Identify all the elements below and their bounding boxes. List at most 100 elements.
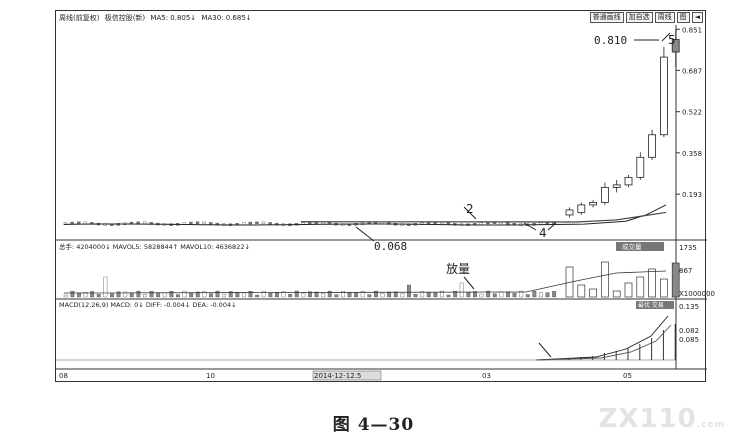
candle [577, 204, 586, 213]
volume-bar [446, 294, 451, 298]
x-tick-label: 03 [482, 372, 491, 380]
volume-bar [182, 290, 187, 298]
candle [648, 134, 656, 158]
volume-tick-label: 1735 [679, 244, 697, 252]
volume-bar [142, 294, 147, 298]
volume-bar [532, 291, 537, 298]
volume-bar [70, 290, 75, 298]
chart-frame: 周线(前复权) 极信控股(新) MA5: 0.805↓ MA30: 0.685↓… [55, 10, 715, 382]
candle [136, 221, 140, 224]
price-tick-label: 0.687 [682, 67, 702, 75]
price-high-label: 0.810 [594, 34, 627, 47]
macd-tick-label: 0.082 [679, 327, 699, 335]
volume-bar [228, 291, 233, 298]
macd-dif-line [535, 315, 669, 361]
price-tick-label: 0.358 [682, 150, 702, 158]
volume-bar [281, 291, 286, 298]
annotation-arrow [355, 226, 375, 242]
x-tick-label: 08 [59, 372, 68, 380]
chart-header: 周线(前复权) 极信控股(新) MA5: 0.805↓ MA30: 0.685↓… [56, 11, 705, 25]
volume-bar [453, 290, 458, 298]
candle [208, 222, 213, 225]
ma-line [63, 204, 667, 226]
price-tick-label: 0.193 [682, 191, 702, 199]
candle [612, 184, 621, 188]
candle [255, 221, 259, 224]
volume-bar [636, 276, 645, 298]
volume-bar [341, 291, 345, 298]
volume-ma-line [63, 270, 667, 294]
volume-bar [149, 291, 154, 298]
volume-bar [314, 291, 319, 298]
annotation-arrow [661, 32, 671, 42]
annotation-arrow [463, 206, 477, 220]
volume-bar [327, 290, 332, 298]
volume-bar [202, 291, 207, 298]
macd-tick-label: 0.135 [679, 303, 699, 311]
volume-bar [660, 278, 668, 298]
volume-bar [96, 293, 101, 298]
price-low-label: 0.068 [374, 240, 407, 253]
volume-bar [268, 292, 273, 298]
volume-tick-label: 867 [679, 267, 692, 275]
volume-bar [671, 262, 680, 298]
volume-bar [440, 290, 444, 298]
volume-bar [110, 293, 114, 298]
candle [189, 221, 193, 225]
volume-bar [466, 292, 471, 298]
figure-caption: 图 4—30 [332, 415, 415, 435]
ma-a-label: MA5: 0.805↓ [150, 14, 197, 22]
x-tick-label: 2014-12-12.5 [314, 372, 361, 380]
volume-bar [519, 290, 524, 298]
candle [142, 221, 147, 225]
candle [261, 221, 266, 225]
volume-bar [116, 291, 121, 298]
macd-tick-label: 0.085 [679, 336, 699, 344]
volume-tick-label: X1000000 [679, 290, 715, 298]
ma-line [300, 211, 667, 223]
volume-bar [274, 292, 279, 298]
x-tick-label: 05 [623, 372, 632, 380]
volume-bar [360, 291, 365, 298]
price-tick-label: 0.851 [682, 26, 702, 34]
volume-bar [248, 290, 253, 298]
x-tick-label: 10 [206, 372, 215, 380]
volume-bar [321, 293, 326, 298]
volume-bar [195, 291, 200, 298]
chart-button[interactable]: 图 [676, 12, 690, 23]
volume-bar [499, 291, 504, 298]
candle [506, 222, 510, 225]
volume-bar [387, 291, 392, 298]
candle [636, 156, 645, 178]
volume-bar [241, 292, 246, 298]
candle [479, 222, 483, 225]
draw-line-button[interactable]: 普通画线 [589, 12, 624, 23]
candle [589, 202, 597, 206]
volume-bar [601, 261, 609, 298]
volume-bar [367, 294, 372, 298]
volume-bar [492, 293, 497, 298]
volume-bar [334, 294, 339, 298]
add-watch-button[interactable]: 加自选 [625, 12, 653, 23]
candle [202, 221, 206, 225]
annotation-number: 4 [539, 226, 547, 240]
volume-bar [288, 293, 293, 298]
back-button[interactable]: ◄ [691, 12, 703, 23]
volume-bar [426, 292, 431, 298]
candle [601, 186, 609, 203]
volume-bar [374, 290, 378, 298]
volume-bar [433, 292, 438, 298]
volume-bar [136, 290, 141, 298]
volume-bar [215, 290, 220, 298]
annotation-arrow [523, 222, 537, 231]
volume-bar [83, 292, 88, 298]
macd-label: MACD(12,26,9) MACD: 0↓ DIFF: -0.004↓ DEA… [59, 301, 237, 309]
volume-bar [156, 292, 161, 298]
volume-label: 总手: 4204000↓ MAVOL5: 5828844↑ MAVOL10: 4… [59, 242, 250, 251]
volume-bar [400, 293, 405, 298]
candle [77, 221, 81, 224]
volume-bar [407, 284, 411, 298]
ma-b-label: MA30: 0.685↓ [201, 14, 252, 22]
period-button[interactable]: 周线 [654, 12, 675, 23]
volume-badge-label: 成交量 [622, 242, 642, 251]
